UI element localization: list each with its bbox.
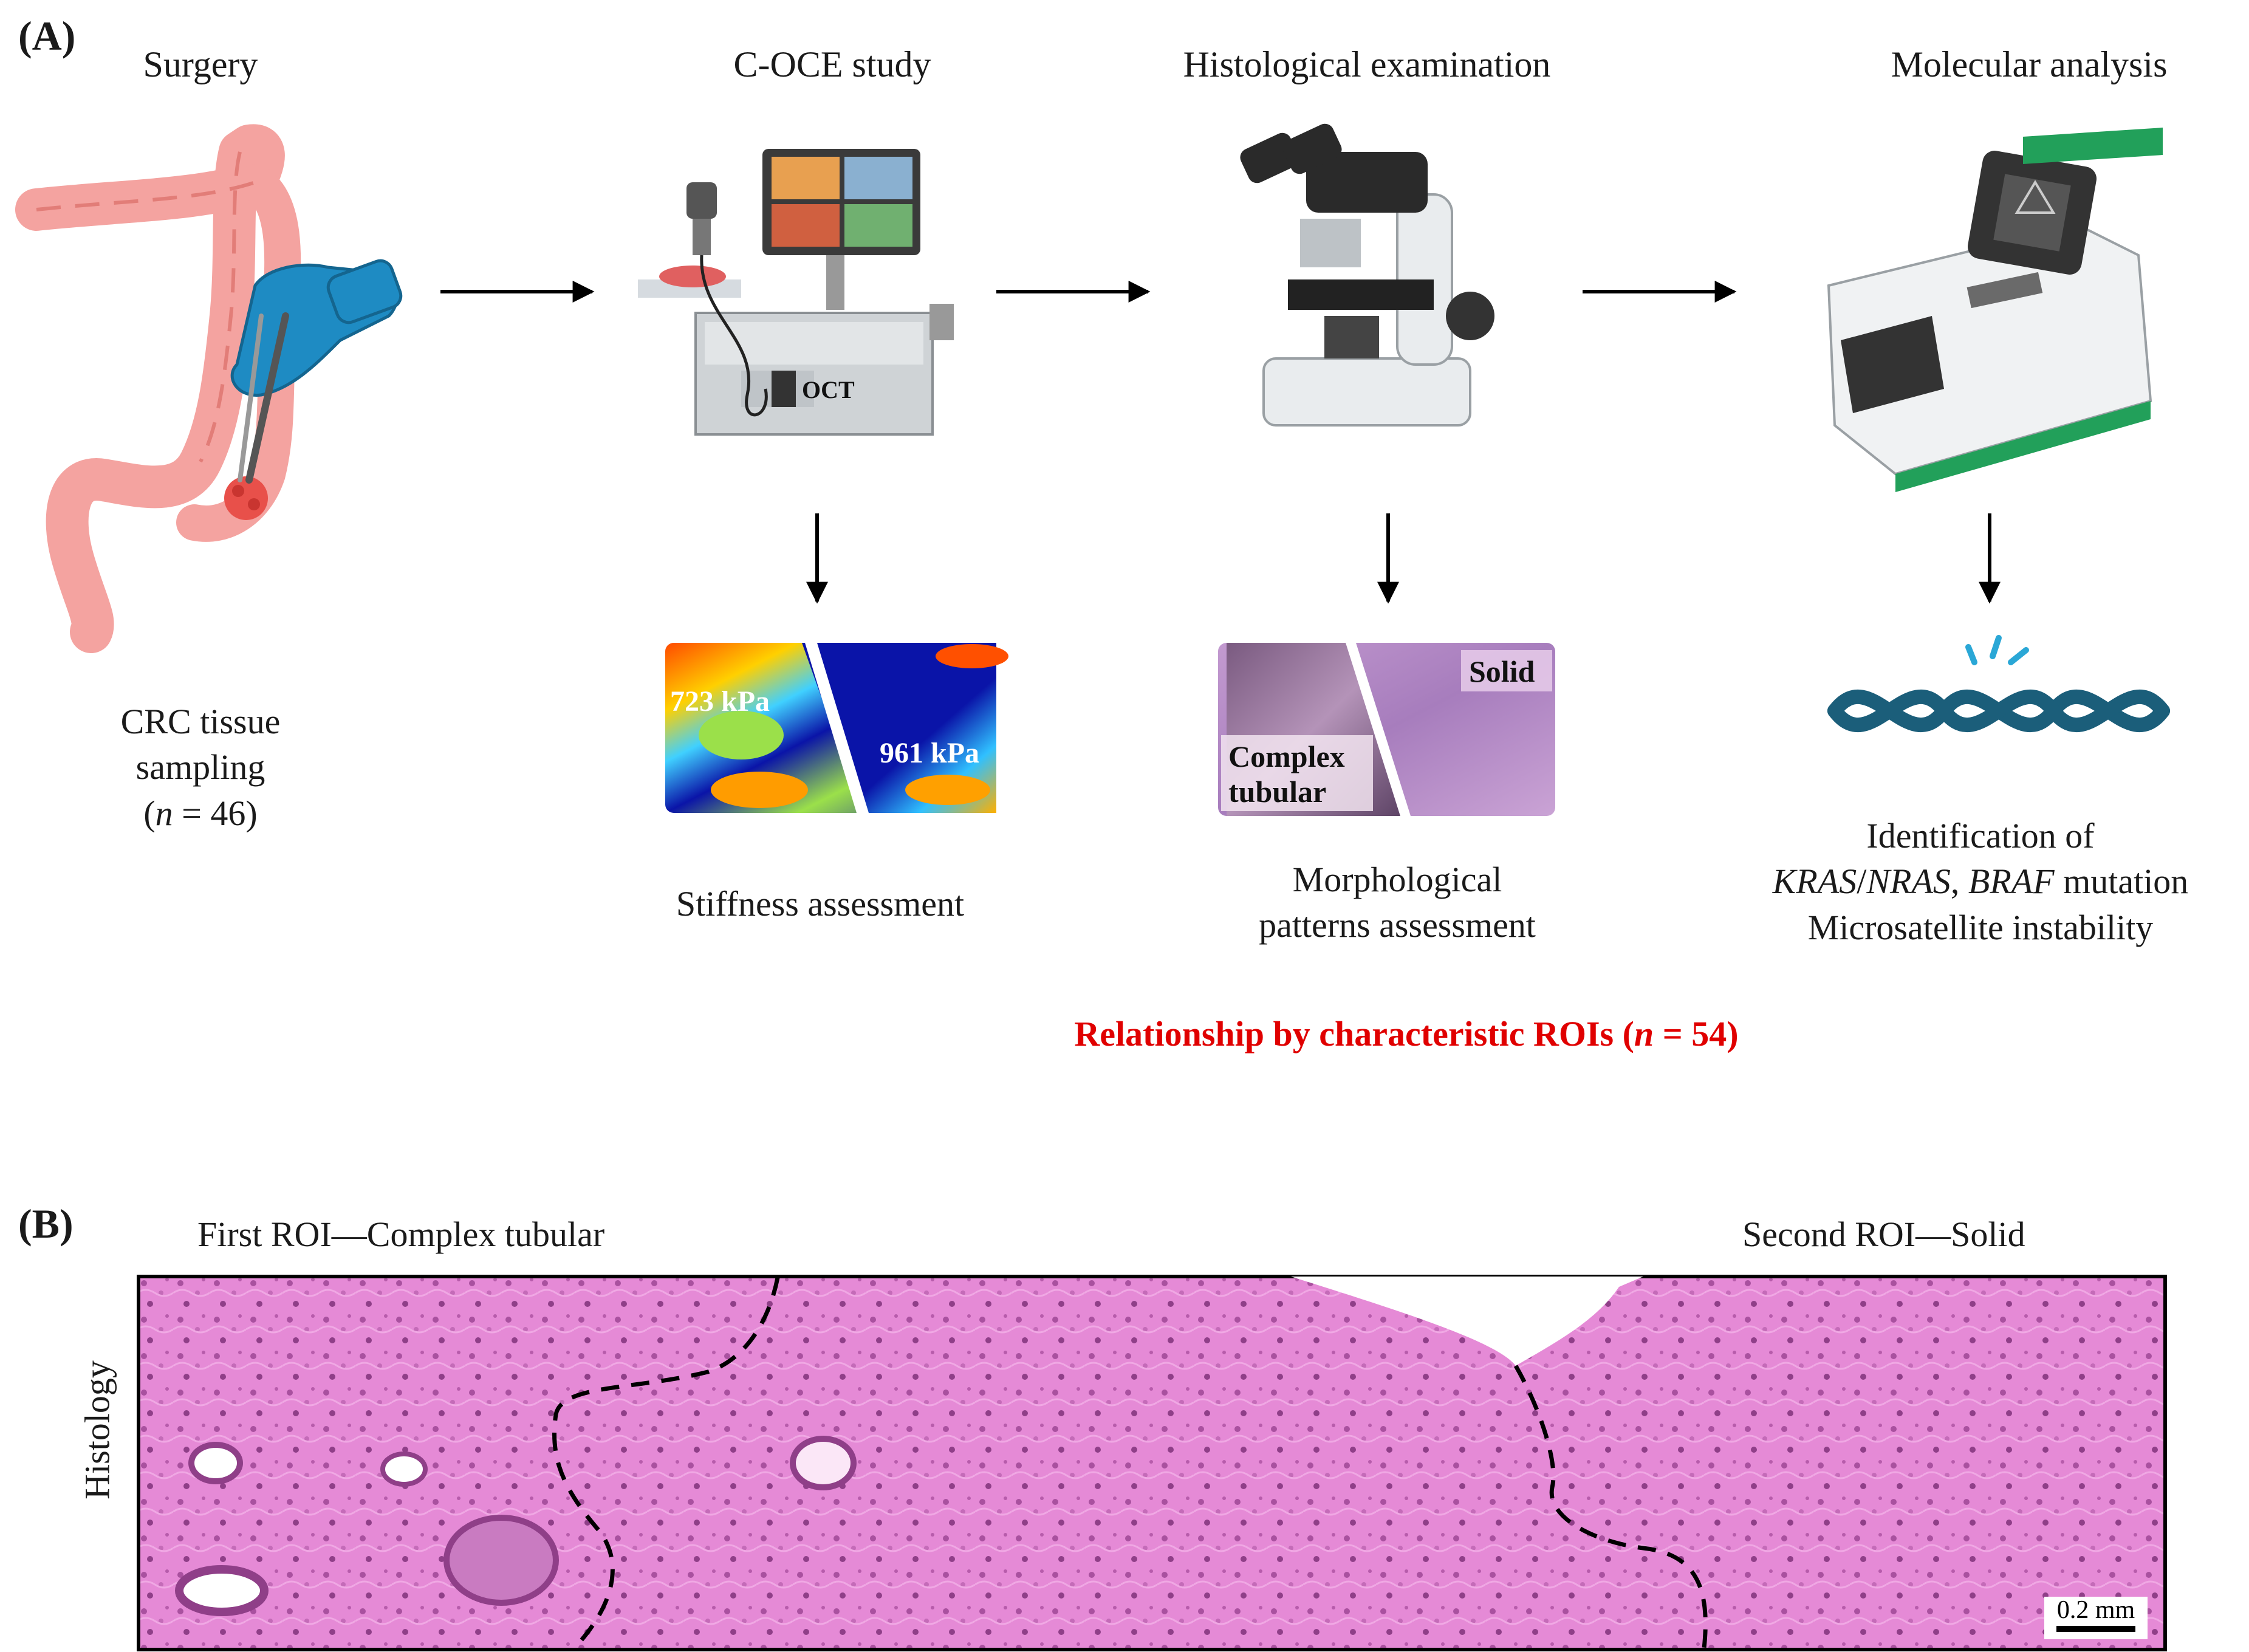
caption-sampling-line1: CRC tissue <box>120 702 281 741</box>
oct-device-label: OCT <box>802 376 855 403</box>
caption-molecular-line1: Identification of <box>1866 816 2095 855</box>
caption-morphology-line1: Morphological <box>1292 860 1502 899</box>
stiffness-map: 723 kPa 961 kPa <box>665 643 1008 813</box>
caption-molecular: Identification of KRAS/NRAS, BRAF mutati… <box>1713 813 2248 950</box>
step-title-histology: Histological examination <box>1183 44 1551 84</box>
step-title-coce: C-OCE study <box>733 44 931 84</box>
caption-stiffness: Stiffness assessment <box>676 884 965 924</box>
histology-panel: 0.2 mm <box>137 1275 2167 1651</box>
caption-morphology-line2: patterns assessment <box>1259 905 1536 945</box>
caption-molecular-genes: KRAS/NRAS, BRAF mutation <box>1772 862 2189 902</box>
microscope-icon <box>1240 123 1494 427</box>
step-title-surgery: Surgery <box>143 44 258 84</box>
step-title-molecular: Molecular analysis <box>1891 44 2168 84</box>
relationship-caption: Relationship by characteristic ROIs (n =… <box>1074 1014 1739 1054</box>
scale-bar <box>2056 1626 2135 1632</box>
pattern-label-tubular: tubular <box>1228 775 1326 809</box>
pattern-label-complex: Complex <box>1228 739 1345 773</box>
second-roi-label: Second ROI—Solid <box>1742 1215 2025 1254</box>
caption-sampling: CRC tissue sampling (n = 46) <box>79 699 322 836</box>
scale-bar-label: 0.2 mm <box>2057 1596 2135 1624</box>
caption-morphology: Morphological patterns assessment <box>1185 857 1610 948</box>
oct-system-icon: OCT <box>638 149 954 436</box>
histology-patterns-thumbnail: Complex tubular Solid <box>1218 643 1555 816</box>
thermal-cycler-icon <box>1827 128 2163 492</box>
panel-a-illustrations: OCT 723 kPa 961 kPa <box>15 123 2170 816</box>
histology-side-label: Histology <box>77 1360 117 1499</box>
dna-helix-icon <box>1827 635 2170 733</box>
stiffness-left-value: 723 kPa <box>670 685 770 718</box>
stiffness-right-value: 961 kPa <box>880 737 979 769</box>
panel-b-label: (B) <box>18 1201 74 1247</box>
caption-molecular-line3: Microsatellite instability <box>1807 907 2154 947</box>
caption-sampling-n: (n = 46) <box>143 793 258 833</box>
gloved-hand-icon <box>230 259 403 484</box>
caption-sampling-line2: sampling <box>135 747 265 787</box>
pattern-label-solid: Solid <box>1469 654 1535 688</box>
first-roi-label: First ROI—Complex tubular <box>197 1215 605 1254</box>
panel-a-label: (A) <box>18 13 76 59</box>
